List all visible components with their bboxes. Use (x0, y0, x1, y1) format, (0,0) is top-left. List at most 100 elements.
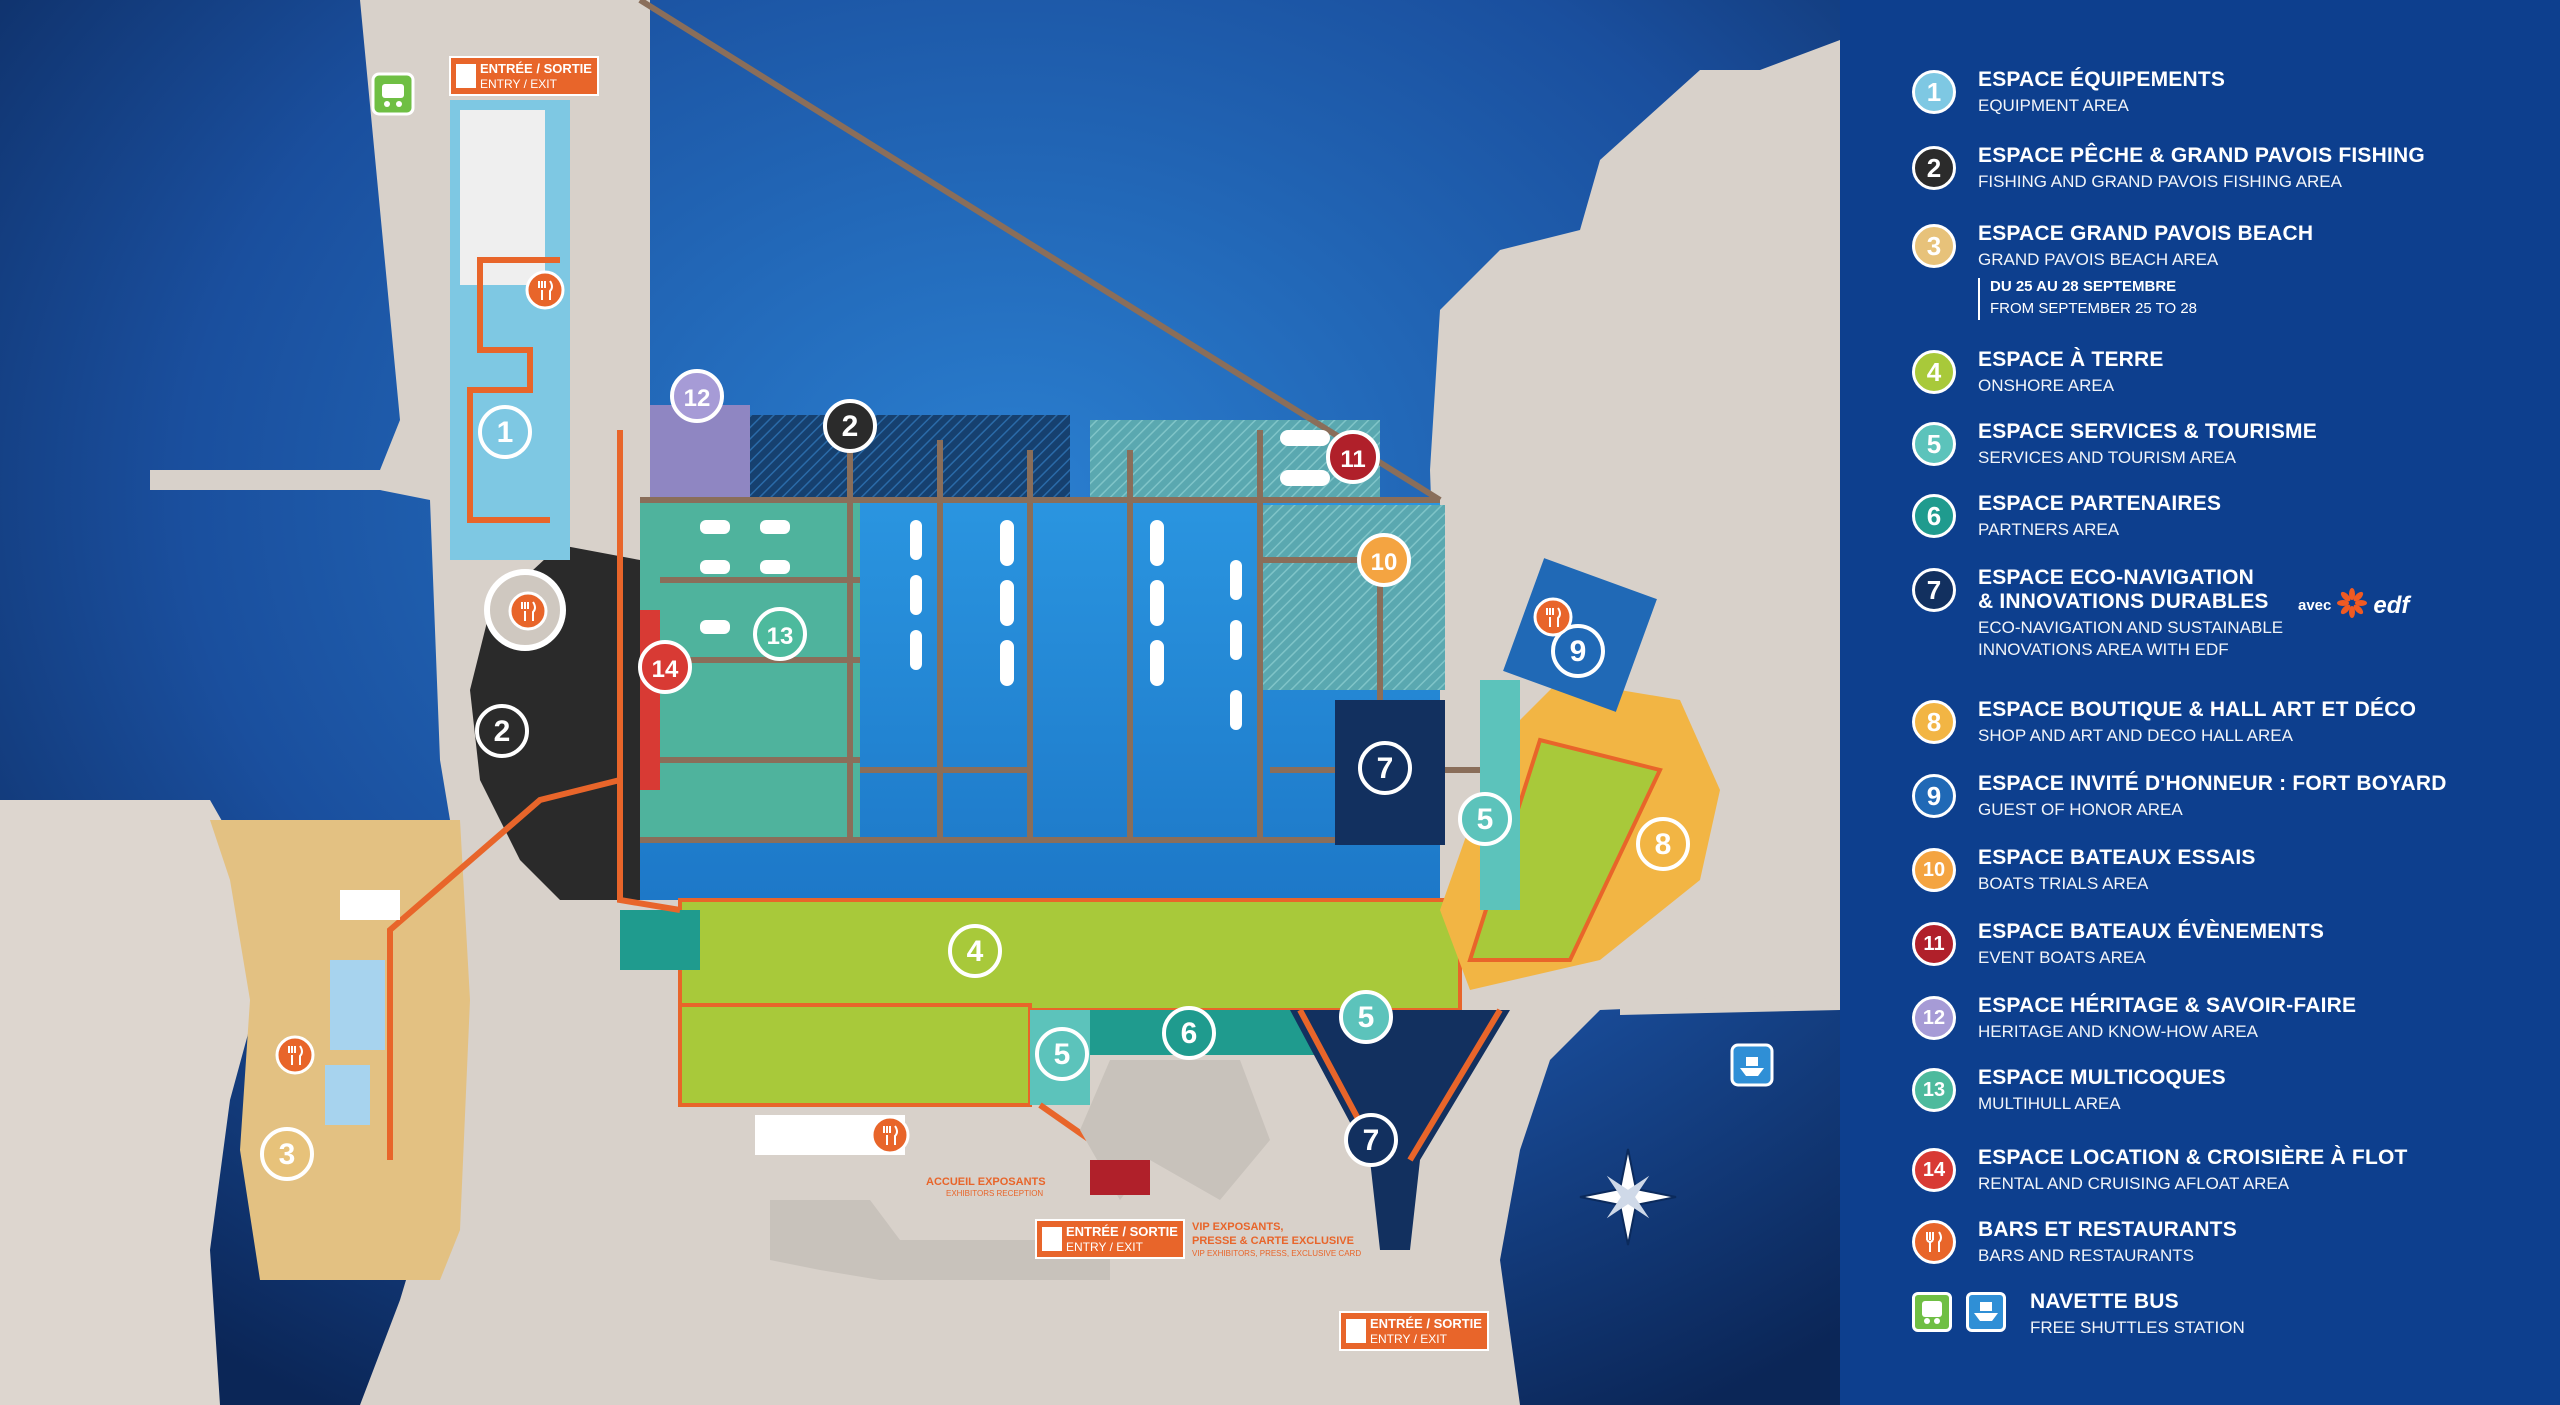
zone-marker-circle (1339, 990, 1393, 1044)
legend-zone-subtitle: ECO-NAVIGATION AND SUSTAINABLE (1978, 618, 2284, 637)
exhibitors-reception-building (1090, 1160, 1150, 1195)
legend-zone-subtitle: PARTNERS AREA (1978, 520, 2120, 539)
entry-label-en: ENTRY / EXIT (1066, 1240, 1144, 1254)
zone-10-berths (1260, 505, 1445, 690)
restaurant-icon[interactable] (508, 591, 548, 631)
legend-zone-badge: 3 (1912, 224, 1956, 268)
entry-exit-south[interactable]: ENTRÉE / SORTIE ENTRY / EXIT (1339, 1311, 1489, 1351)
old-building (770, 1200, 1110, 1280)
legend-zone-title: ESPACE INVITÉ D'HONNEUR : FORT BOYARD (1978, 772, 2447, 795)
zone-marker-number: 6 (1181, 1017, 1198, 1050)
entry-path-north (467, 257, 560, 523)
zone-marker-number: 1 (497, 416, 514, 449)
zone-marker-13[interactable]: 13 (753, 607, 807, 661)
restaurant-icon[interactable] (870, 1115, 910, 1155)
legend-zone-subtitle: GUEST OF HONOR AREA (1978, 800, 2183, 819)
edf-logo: avec edf (2298, 588, 2409, 623)
legend-zone-title: ESPACE À TERRE (1978, 348, 2164, 371)
zone-marker-3[interactable]: 3 (260, 1127, 314, 1181)
zone-marker-5[interactable]: 5 (1339, 990, 1393, 1044)
restaurant-icon (1912, 1220, 1956, 1264)
west-land (0, 800, 260, 1405)
legend-zone-title: ESPACE SERVICES & TOURISME (1978, 420, 2317, 443)
entry-label-fr: ENTRÉE / SORTIE (1066, 1224, 1178, 1239)
zone-marker-circle (475, 704, 529, 758)
zone-marker-number: 5 (1054, 1038, 1071, 1071)
legend-zone-title: ESPACE HÉRITAGE & SAVOIR-FAIRE (1978, 994, 2357, 1017)
legend-navette-subtitle: FREE SHUTTLES STATION (2030, 1318, 2245, 1337)
zone-marker-11[interactable]: 11 (1326, 430, 1380, 484)
zone-marker-circle (478, 405, 532, 459)
legend-zone-subtitle: GRAND PAVOIS BEACH AREA (1978, 250, 2219, 269)
legend-zone-subtitle: HERITAGE AND KNOW-HOW AREA (1978, 1022, 2258, 1041)
zone-marker-12[interactable]: 12 (670, 369, 724, 423)
zone-marker-circle (260, 1127, 314, 1181)
zone-marker-4[interactable]: 4 (948, 924, 1002, 978)
restaurant-icon[interactable] (1533, 597, 1573, 637)
beach-pool-1 (330, 960, 385, 1050)
zone-marker-2[interactable]: 2 (475, 704, 529, 758)
zone-marker-8[interactable]: 8 (1636, 817, 1690, 871)
legend-bars-title: BARS ET RESTAURANTS (1978, 1218, 2237, 1241)
zone-marker-number: 11 (1340, 446, 1365, 473)
vip-label-line2: PRESSE & CARTE EXCLUSIVE (1192, 1235, 1354, 1247)
entry-label-fr: ENTRÉE / SORTIE (480, 61, 592, 76)
zone-4-onshore-south (678, 1003, 1032, 1107)
bus-icon[interactable] (371, 72, 415, 116)
zone-marker-7[interactable]: 7 (1358, 741, 1412, 795)
zone-4-onshore (678, 898, 1462, 1012)
legend-zone-subtitle: BOATS TRIALS AREA (1978, 874, 2149, 893)
pontoons (638, 0, 1490, 843)
zone-marker-2[interactable]: 2 (823, 399, 877, 453)
legend-zone-title: ESPACE ÉQUIPEMENTS (1978, 68, 2226, 91)
zone-marker-circle (1551, 624, 1605, 678)
zone-marker-9[interactable]: 9 (1551, 624, 1605, 678)
ferry-icon[interactable] (1730, 1043, 1774, 1087)
zone-marker-number: 10 (1371, 549, 1398, 576)
ferry-icon (1966, 1292, 2006, 1332)
beach-pool-2 (325, 1065, 370, 1125)
zone-marker-number: 5 (1358, 1001, 1375, 1034)
beach-building (340, 890, 400, 920)
entry-exit-north[interactable]: ENTRÉE / SORTIE ENTRY / EXIT (449, 56, 599, 96)
legend-zone-badge: 12 (1912, 996, 1956, 1040)
zone-marker-circle (638, 640, 692, 694)
zone-14-rental (640, 610, 660, 790)
restaurant-icon[interactable] (525, 270, 565, 310)
entry-exit-center[interactable]: ENTRÉE / SORTIE ENTRY / EXIT (1035, 1219, 1185, 1259)
legend-zone-badge: 13 (1912, 1068, 1956, 1112)
legend-zone-title: ESPACE BATEAUX ESSAIS (1978, 846, 2256, 869)
zone-marker-14[interactable]: 14 (638, 640, 692, 694)
legend-zone-badge: 14 (1912, 1148, 1956, 1192)
legend-note-divider (1978, 278, 1980, 320)
legend-zone-badge: 1 (1912, 70, 1956, 114)
zone-marker-5[interactable]: 5 (1458, 792, 1512, 846)
legend-bars-subtitle: BARS AND RESTAURANTS (1978, 1246, 2195, 1265)
zone-marker-number: 12 (684, 385, 711, 412)
legend-zone-title: ESPACE BOUTIQUE & HALL ART ET DÉCO (1978, 698, 2417, 721)
legend-zone-title: ESPACE BATEAUX ÉVÈNEMENTS (1978, 920, 2325, 943)
edf-avec-label: avec (2298, 597, 2332, 614)
edf-brand-text: edf (2373, 591, 2410, 619)
zone-marker-number: 2 (494, 715, 511, 748)
legend-zone-subtitle: EQUIPMENT AREA (1978, 96, 2129, 115)
zone-marker-circle (1326, 430, 1380, 484)
zone-2-fishing-berths (745, 415, 1070, 500)
compass-rose-icon (1579, 1148, 1677, 1246)
zone-marker-number: 2 (842, 410, 859, 443)
zone-marker-5[interactable]: 5 (1035, 1027, 1089, 1081)
zone-marker-number: 4 (967, 935, 984, 968)
entry-label-en: ENTRY / EXIT (1370, 1332, 1448, 1346)
legend-zone-title: ESPACE GRAND PAVOIS BEACH (1978, 222, 2314, 245)
legend-zone-title-line2: & INNOVATIONS DURABLES (1978, 590, 2269, 613)
legend-zone-subtitle: FISHING AND GRAND PAVOIS FISHING AREA (1978, 172, 2342, 191)
zone-marker-circle (1162, 1006, 1216, 1060)
zone-marker-6[interactable]: 6 (1162, 1006, 1216, 1060)
zone-marker-1[interactable]: 1 (478, 405, 532, 459)
zone-marker-7[interactable]: 7 (1344, 1113, 1398, 1167)
restaurant-icon[interactable] (275, 1035, 315, 1075)
zone-marker-circle (1035, 1027, 1089, 1081)
zone-marker-10[interactable]: 10 (1357, 533, 1411, 587)
